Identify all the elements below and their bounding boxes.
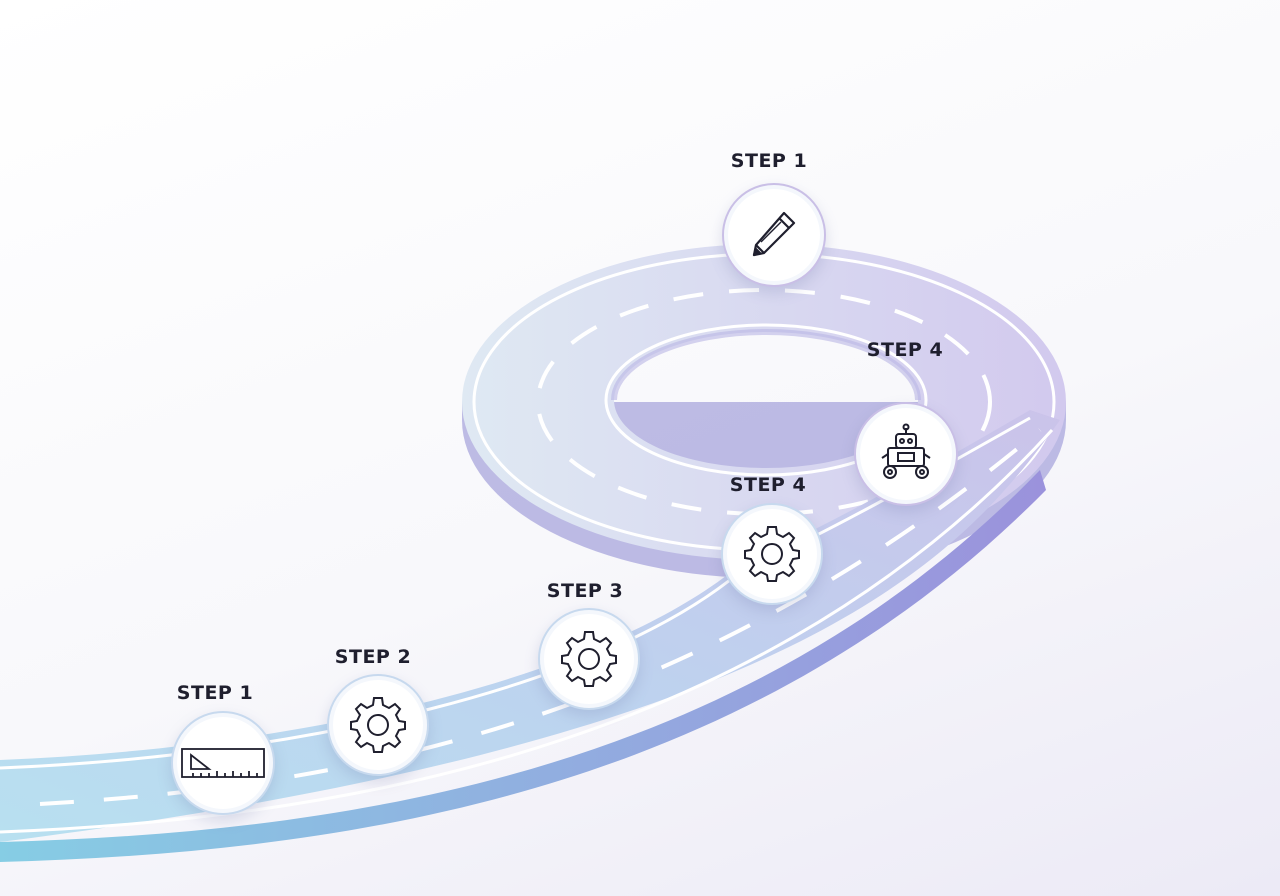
step-node-top[interactable] xyxy=(722,183,826,287)
gear-icon xyxy=(347,694,409,756)
gear-icon xyxy=(558,628,620,690)
step-node-gear-2[interactable] xyxy=(327,674,429,776)
robot-icon xyxy=(874,422,938,486)
step-label-ruler: STEP 1 xyxy=(177,682,253,704)
step-node-ruler[interactable] xyxy=(171,711,275,815)
step-node-gear-4[interactable] xyxy=(721,503,823,605)
step-node-gear-3[interactable] xyxy=(538,608,640,710)
gear-icon xyxy=(741,523,803,585)
step-label-robot: STEP 4 xyxy=(867,339,943,361)
ruler-icon xyxy=(179,743,267,783)
step-label-gear-2: STEP 2 xyxy=(335,646,411,668)
step-label-top: STEP 1 xyxy=(731,150,807,172)
step-node-robot[interactable] xyxy=(854,402,958,506)
step-label-gear-4: STEP 4 xyxy=(730,474,806,496)
pencil-icon xyxy=(746,207,802,263)
step-label-gear-3: STEP 3 xyxy=(547,580,623,602)
